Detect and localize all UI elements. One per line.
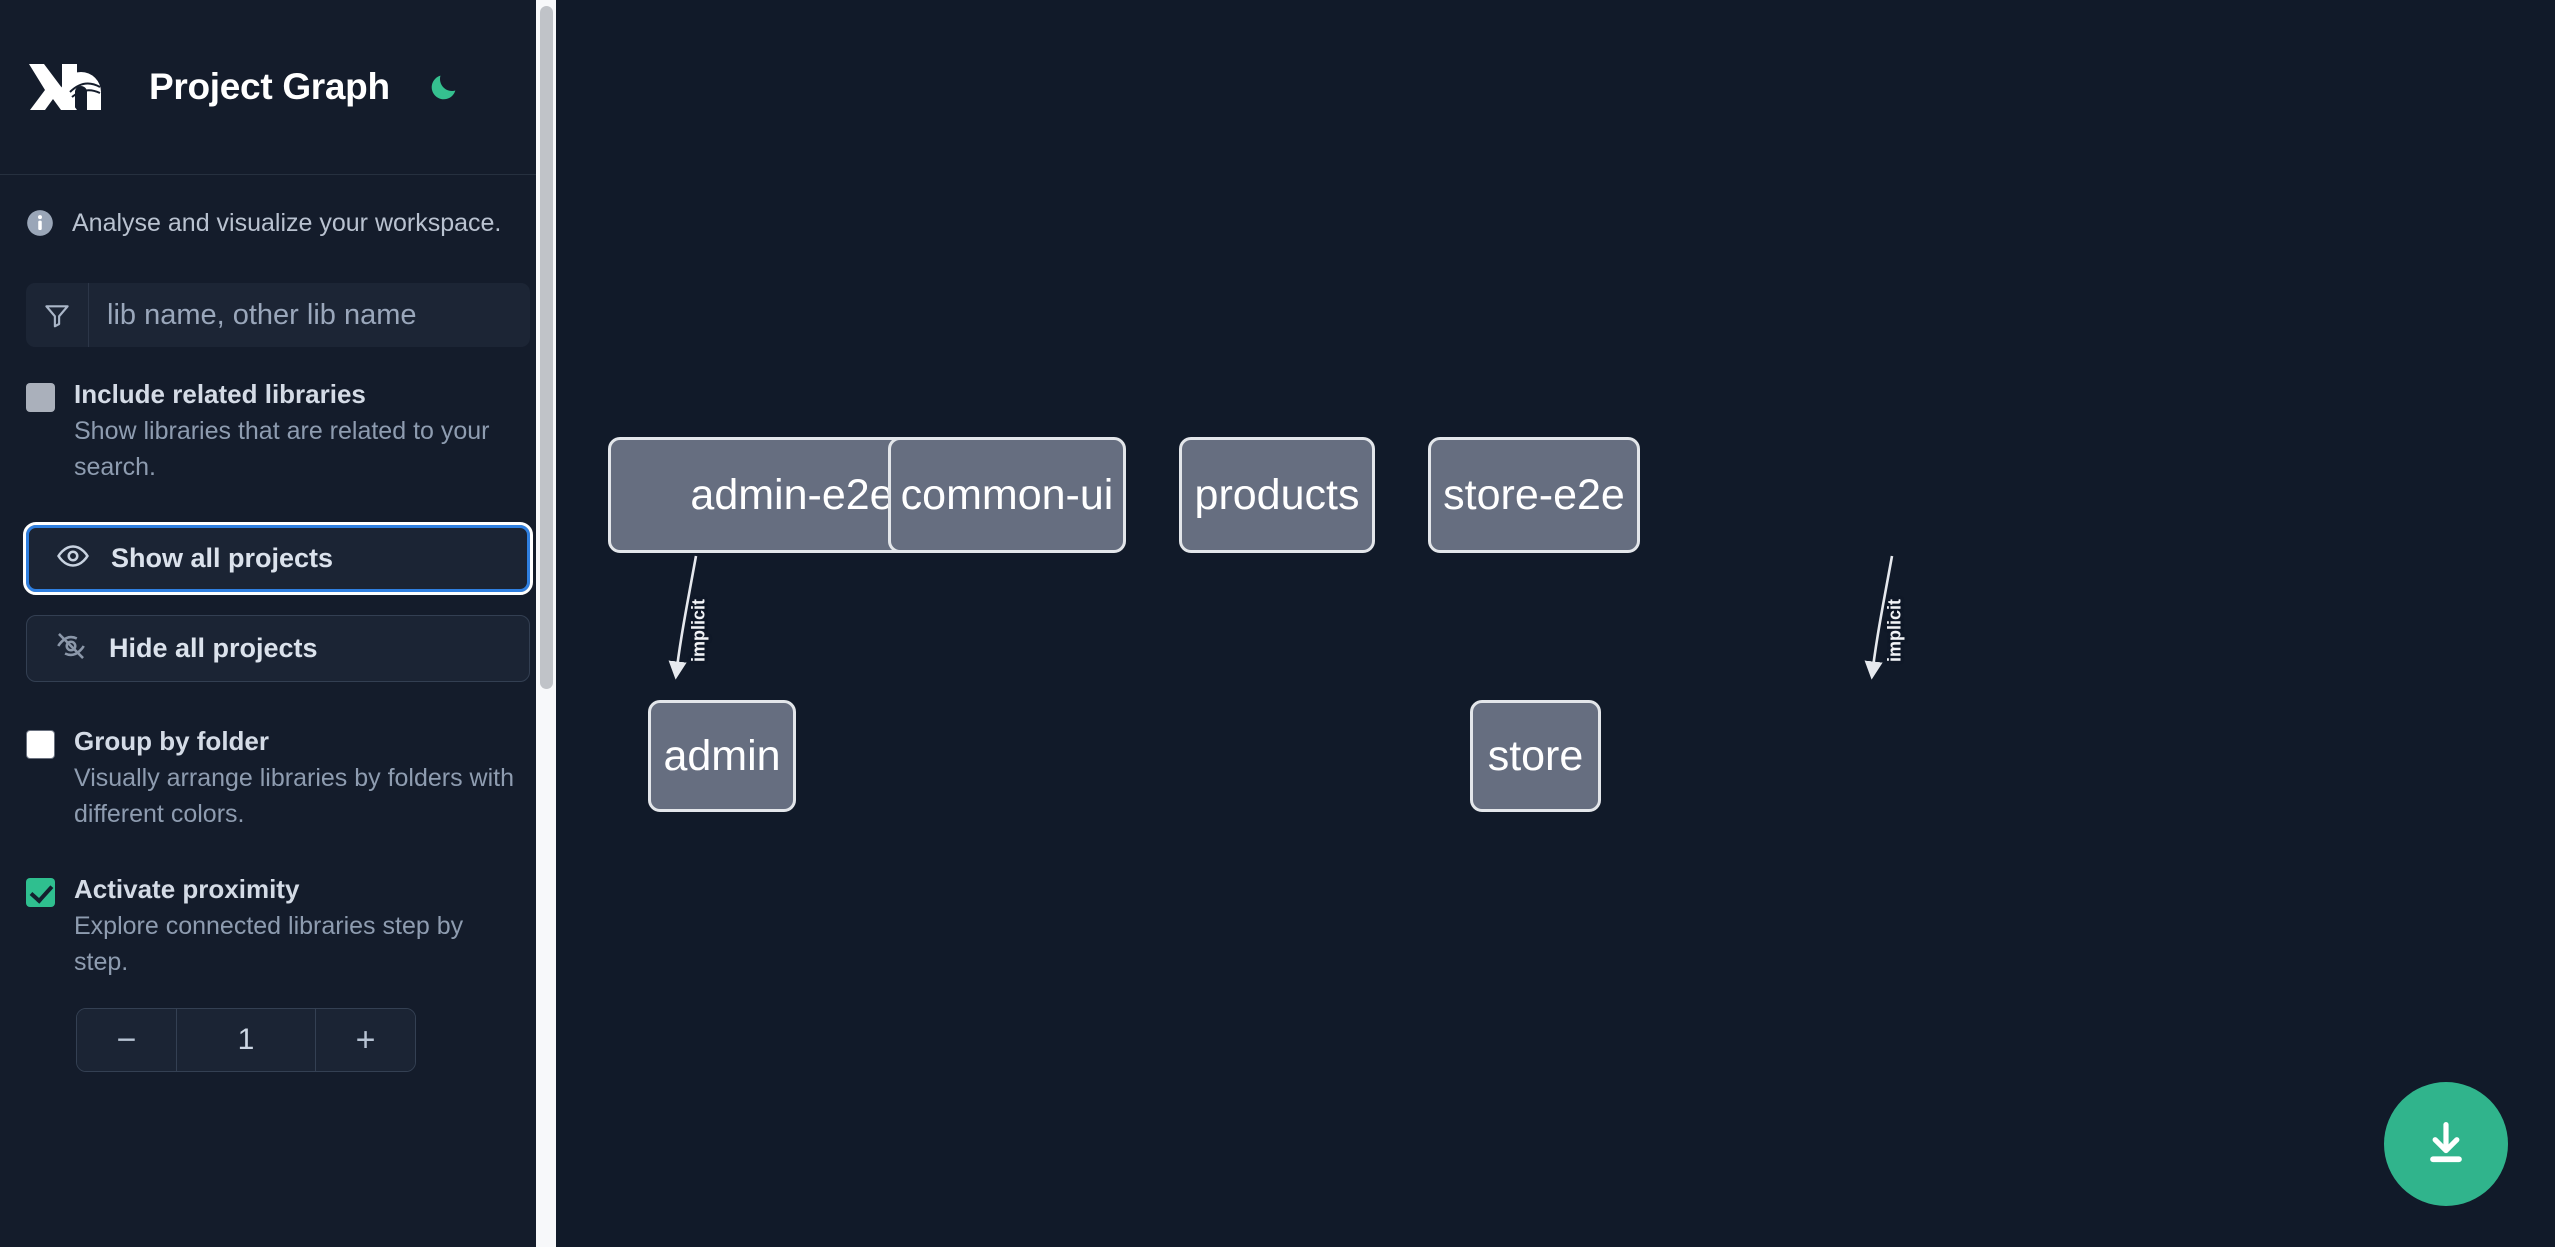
group-by-folder-checkbox[interactable] bbox=[26, 730, 55, 760]
page-title: Project Graph bbox=[149, 66, 390, 107]
moon-icon[interactable] bbox=[424, 67, 464, 107]
option-title: Activate proximity bbox=[74, 874, 300, 905]
hide-all-projects-label: Hide all projects bbox=[109, 633, 318, 664]
sidebar-scrollbar[interactable] bbox=[536, 0, 556, 1247]
option-title: Include related libraries bbox=[74, 379, 366, 409]
graph-node-store[interactable]: store bbox=[1470, 700, 1601, 812]
search-input[interactable] bbox=[89, 283, 530, 347]
graph-canvas[interactable]: admin-e2e common-ui products store-e2e a… bbox=[556, 0, 2555, 1247]
tagline-text: Analyse and visualize your workspace. bbox=[72, 208, 502, 237]
proximity-value: 1 bbox=[177, 1009, 315, 1072]
option-group-by-folder[interactable]: Group by folder Visually arrange librari… bbox=[26, 724, 530, 832]
activate-proximity-checkbox[interactable] bbox=[26, 878, 55, 908]
include-related-libraries-checkbox[interactable] bbox=[26, 383, 55, 412]
graph-node-common-ui[interactable]: common-ui bbox=[888, 437, 1126, 553]
eye-off-icon bbox=[54, 629, 88, 668]
graph-edges bbox=[668, 555, 1894, 680]
sidebar: Project Graph Analyse and visualize your… bbox=[0, 0, 556, 1247]
download-graph-button[interactable] bbox=[2384, 1082, 2508, 1206]
graph-node-store-e2e[interactable]: store-e2e bbox=[1428, 437, 1640, 553]
show-all-projects-button[interactable]: Show all projects bbox=[23, 522, 533, 596]
download-icon bbox=[2420, 1117, 2472, 1172]
info-icon bbox=[26, 209, 54, 237]
proximity-stepper[interactable]: − 1 + bbox=[76, 1008, 416, 1073]
edge-label-implicit: implicit bbox=[688, 599, 709, 663]
show-all-projects-label: Show all projects bbox=[111, 543, 334, 574]
sidebar-header: Project Graph bbox=[0, 0, 556, 175]
visibility-buttons: Show all projects Hide all projects bbox=[23, 522, 533, 683]
option-activate-proximity[interactable]: Activate proximity Explore connected lib… bbox=[26, 872, 530, 980]
graph-node-products[interactable]: products bbox=[1179, 437, 1375, 553]
graph-node-admin[interactable]: admin bbox=[648, 700, 796, 812]
option-description: Explore connected libraries step by step… bbox=[74, 912, 464, 976]
eye-icon bbox=[56, 539, 90, 578]
workspace-tagline: Analyse and visualize your workspace. bbox=[0, 175, 556, 271]
option-include-related-libraries[interactable]: Include related libraries Show libraries… bbox=[26, 377, 530, 485]
proximity-decrement-button[interactable]: − bbox=[77, 1009, 177, 1072]
filter-funnel-icon bbox=[26, 283, 89, 347]
nx-logo-icon bbox=[26, 56, 112, 118]
proximity-increment-button[interactable]: + bbox=[315, 1009, 415, 1072]
sidebar-body: Include related libraries Show libraries… bbox=[0, 283, 556, 1073]
search-field[interactable] bbox=[26, 283, 530, 347]
hide-all-projects-button[interactable]: Hide all projects bbox=[26, 615, 530, 683]
sidebar-scrollbar-thumb[interactable] bbox=[540, 6, 553, 689]
option-title: Group by folder bbox=[74, 726, 269, 757]
option-description: Visually arrange libraries by folders wi… bbox=[74, 764, 515, 828]
edge-label-implicit: implicit bbox=[1884, 599, 1905, 663]
option-description: Show libraries that are related to your … bbox=[74, 417, 490, 481]
